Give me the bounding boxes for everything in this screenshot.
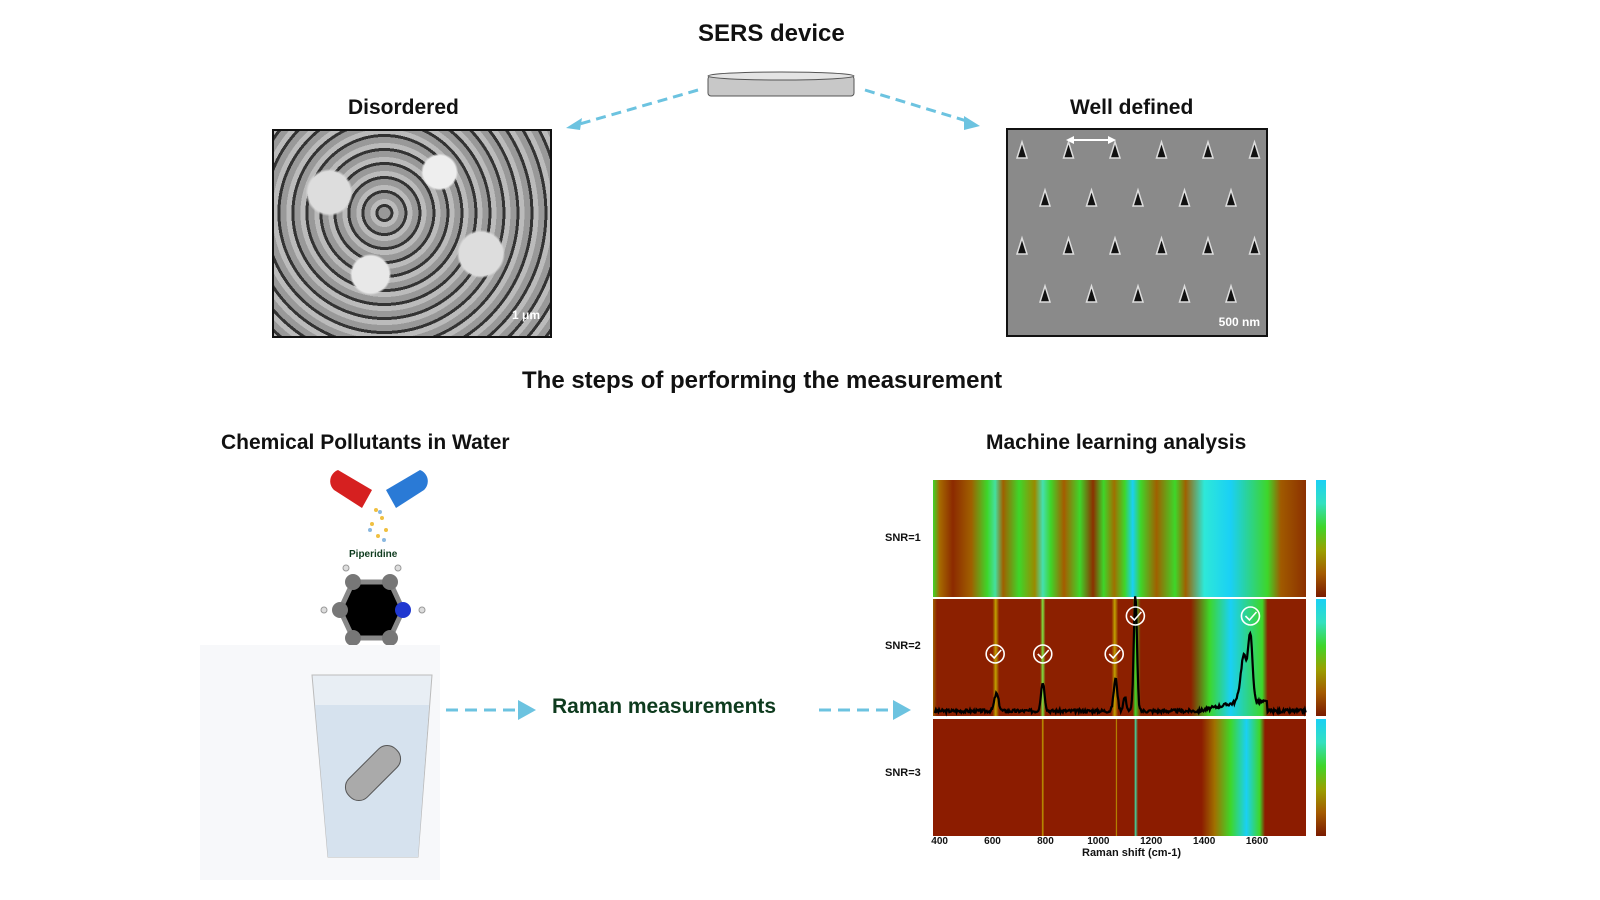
check-icon [1032,644,1053,664]
row-label: SNR=2 [885,640,921,652]
colorbar [1316,480,1326,597]
x-tick-label: 400 [931,836,948,847]
x-tick-label: 1400 [1193,836,1216,847]
x-tick-label: 1600 [1245,836,1269,847]
nano-triangle [1038,283,1052,303]
nano-triangle [1224,187,1238,207]
disordered-sem-image: 1 μm [272,129,552,338]
nano-triangle [1201,139,1215,159]
sers-device-title: SERS device [698,20,845,47]
pollutants-label: Chemical Pollutants in Water [221,431,510,454]
nano-triangle [1015,235,1029,255]
x-axis-label: Raman shift (cm-1) [1082,847,1182,859]
heatmap-row-3 [933,719,1306,836]
steps-title: The steps of performing the measurement [522,367,1003,394]
triangle-array [1015,136,1261,303]
check-icon [1125,606,1146,626]
nano-triangle [1248,139,1261,159]
nano-triangle [1178,187,1191,207]
row-label: SNR=3 [885,767,921,779]
arrow-to-raman [446,700,536,720]
x-tick-label: 1200 [1140,836,1163,847]
check-icon [985,644,1005,664]
colorbar [1316,599,1326,716]
molecule-label: Piperidine [349,549,398,560]
nano-triangle [1085,187,1098,207]
nano-triangle [1155,139,1168,159]
split-arrows [566,88,980,130]
check-icon [1240,606,1261,626]
capsule-icon [330,470,428,542]
raman-measurements-label: Raman measurements [552,695,777,718]
nano-triangle [1155,235,1168,255]
nano-triangle [1248,235,1261,255]
nano-triangle [1015,139,1029,159]
sers-substrate-icon [707,71,855,97]
row-label: SNR=1 [885,532,921,544]
scale-bar-label: 1 μm [511,308,540,322]
well-defined-label: Well defined [1070,96,1194,119]
nano-triangle [1062,139,1075,159]
nano-triangle [1224,283,1238,303]
scale-bar-label: 500 nm [1218,315,1260,329]
nano-triangle [1131,187,1145,207]
arrow-to-ml [819,700,911,720]
nano-triangle [1062,235,1075,255]
nano-triangle [1085,283,1098,303]
nano-triangle [1108,235,1122,255]
ml-analysis-label: Machine learning analysis [986,431,1247,454]
well-defined-sem-image: 500 nm [1006,128,1268,337]
x-tick-label: 1000 [1087,836,1110,847]
spectrum-line [933,596,1307,717]
check-icon [1104,644,1125,664]
nano-triangle [1108,139,1122,159]
nano-triangle [1178,283,1191,303]
water-glass-icon [200,645,440,880]
nano-triangle [1038,187,1052,207]
nano-triangle [1131,283,1145,303]
heatmap-row-1 [933,480,1306,597]
nano-triangle [1201,235,1215,255]
disordered-label: Disordered [348,96,459,119]
x-tick-label: 800 [1037,836,1054,847]
x-tick-label: 600 [984,836,1001,847]
colorbar [1316,719,1326,836]
